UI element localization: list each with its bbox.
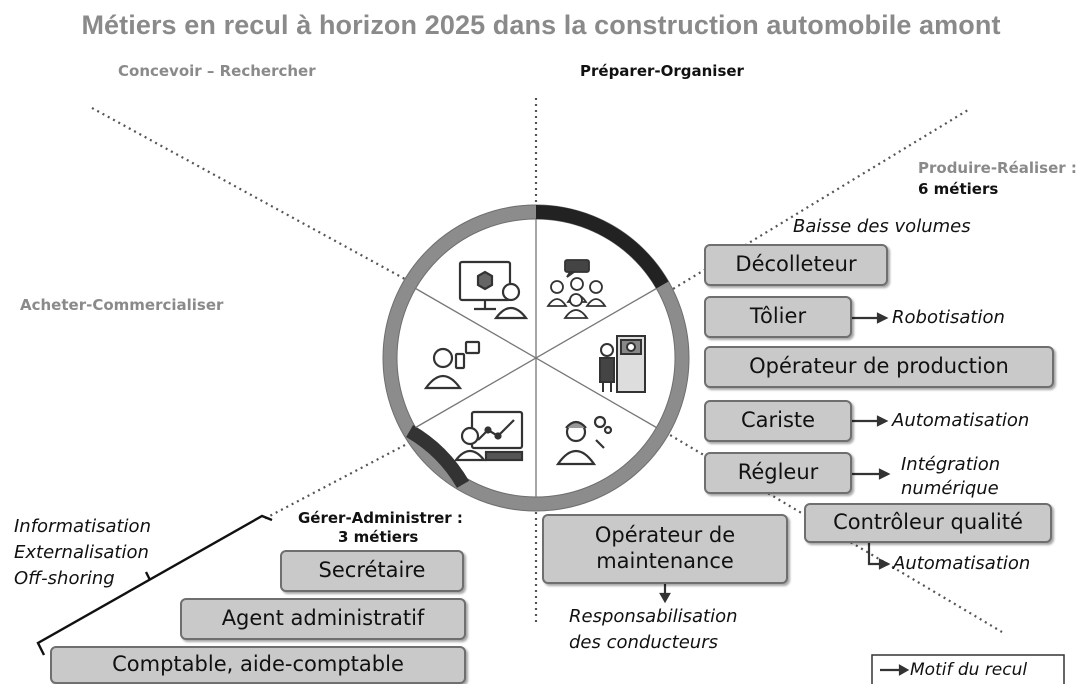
machine-operator-icon (599, 335, 646, 393)
chart-presenter-icon (453, 410, 524, 462)
reason-responsabilisation-line1: Responsabilisation (569, 606, 738, 627)
reason-automatisation-cariste: Automatisation (892, 410, 1030, 431)
category-gerer-count: 3 métiers (338, 528, 419, 546)
meeting-icon (546, 259, 607, 319)
page-title: Métiers en recul à horizon 2025 dans la … (81, 10, 1001, 40)
job-box-comptable: Comptable, aide-comptable (50, 646, 466, 684)
category-produire-title: Produire-Réaliser : (918, 159, 1077, 177)
category-acheter: Acheter-Commercialiser (20, 296, 224, 314)
job-maintenance-line2: maintenance (596, 549, 734, 573)
job-box-controleur-qualite: Contrôleur qualité (804, 503, 1052, 543)
divider-line-produire (667, 109, 969, 293)
category-gerer-title: Gérer-Administrer : (298, 509, 463, 527)
category-concevoir: Concevoir – Rechercher (118, 62, 316, 80)
reason-off-shoring: Off-shoring (14, 568, 115, 589)
job-box-operateur-production: Opérateur de production (704, 346, 1054, 388)
reason-integration-line2: numérique (901, 478, 999, 499)
reason-automatisation-controleur: Automatisation (893, 553, 1031, 574)
job-box-decolleteur: Décolleteur (704, 244, 888, 286)
reason-externalisation: Externalisation (14, 542, 149, 563)
reason-responsabilisation-line2: des conducteurs (569, 632, 718, 653)
bracket (36, 514, 273, 656)
reason-integration-line1: Intégration (901, 454, 1001, 475)
category-produire-count: 6 métiers (918, 180, 999, 198)
job-box-cariste: Cariste (704, 400, 852, 442)
job-box-tolier: Tôlier (704, 296, 852, 338)
legend-box (871, 654, 1065, 684)
computer-user-icon (458, 260, 529, 320)
legend-label: Motif du recul (910, 660, 1028, 680)
job-box-regleur: Régleur (704, 452, 852, 494)
job-box-secretaire: Secrétaire (280, 550, 464, 592)
category-preparer: Préparer-Organiser (580, 62, 744, 80)
reason-baisse-volumes: Baisse des volumes (793, 216, 971, 237)
job-box-operateur-maintenance: Opérateur de maintenance (542, 514, 788, 584)
reason-informatisation: Informatisation (14, 516, 151, 537)
job-box-agent-administratif: Agent administratif (180, 598, 466, 640)
phone-person-icon (423, 340, 481, 390)
job-maintenance-line1: Opérateur de (594, 523, 736, 548)
maintenance-worker-icon (555, 415, 613, 466)
reason-robotisation: Robotisation (892, 307, 1005, 328)
divider-line-concevoir (91, 107, 426, 291)
